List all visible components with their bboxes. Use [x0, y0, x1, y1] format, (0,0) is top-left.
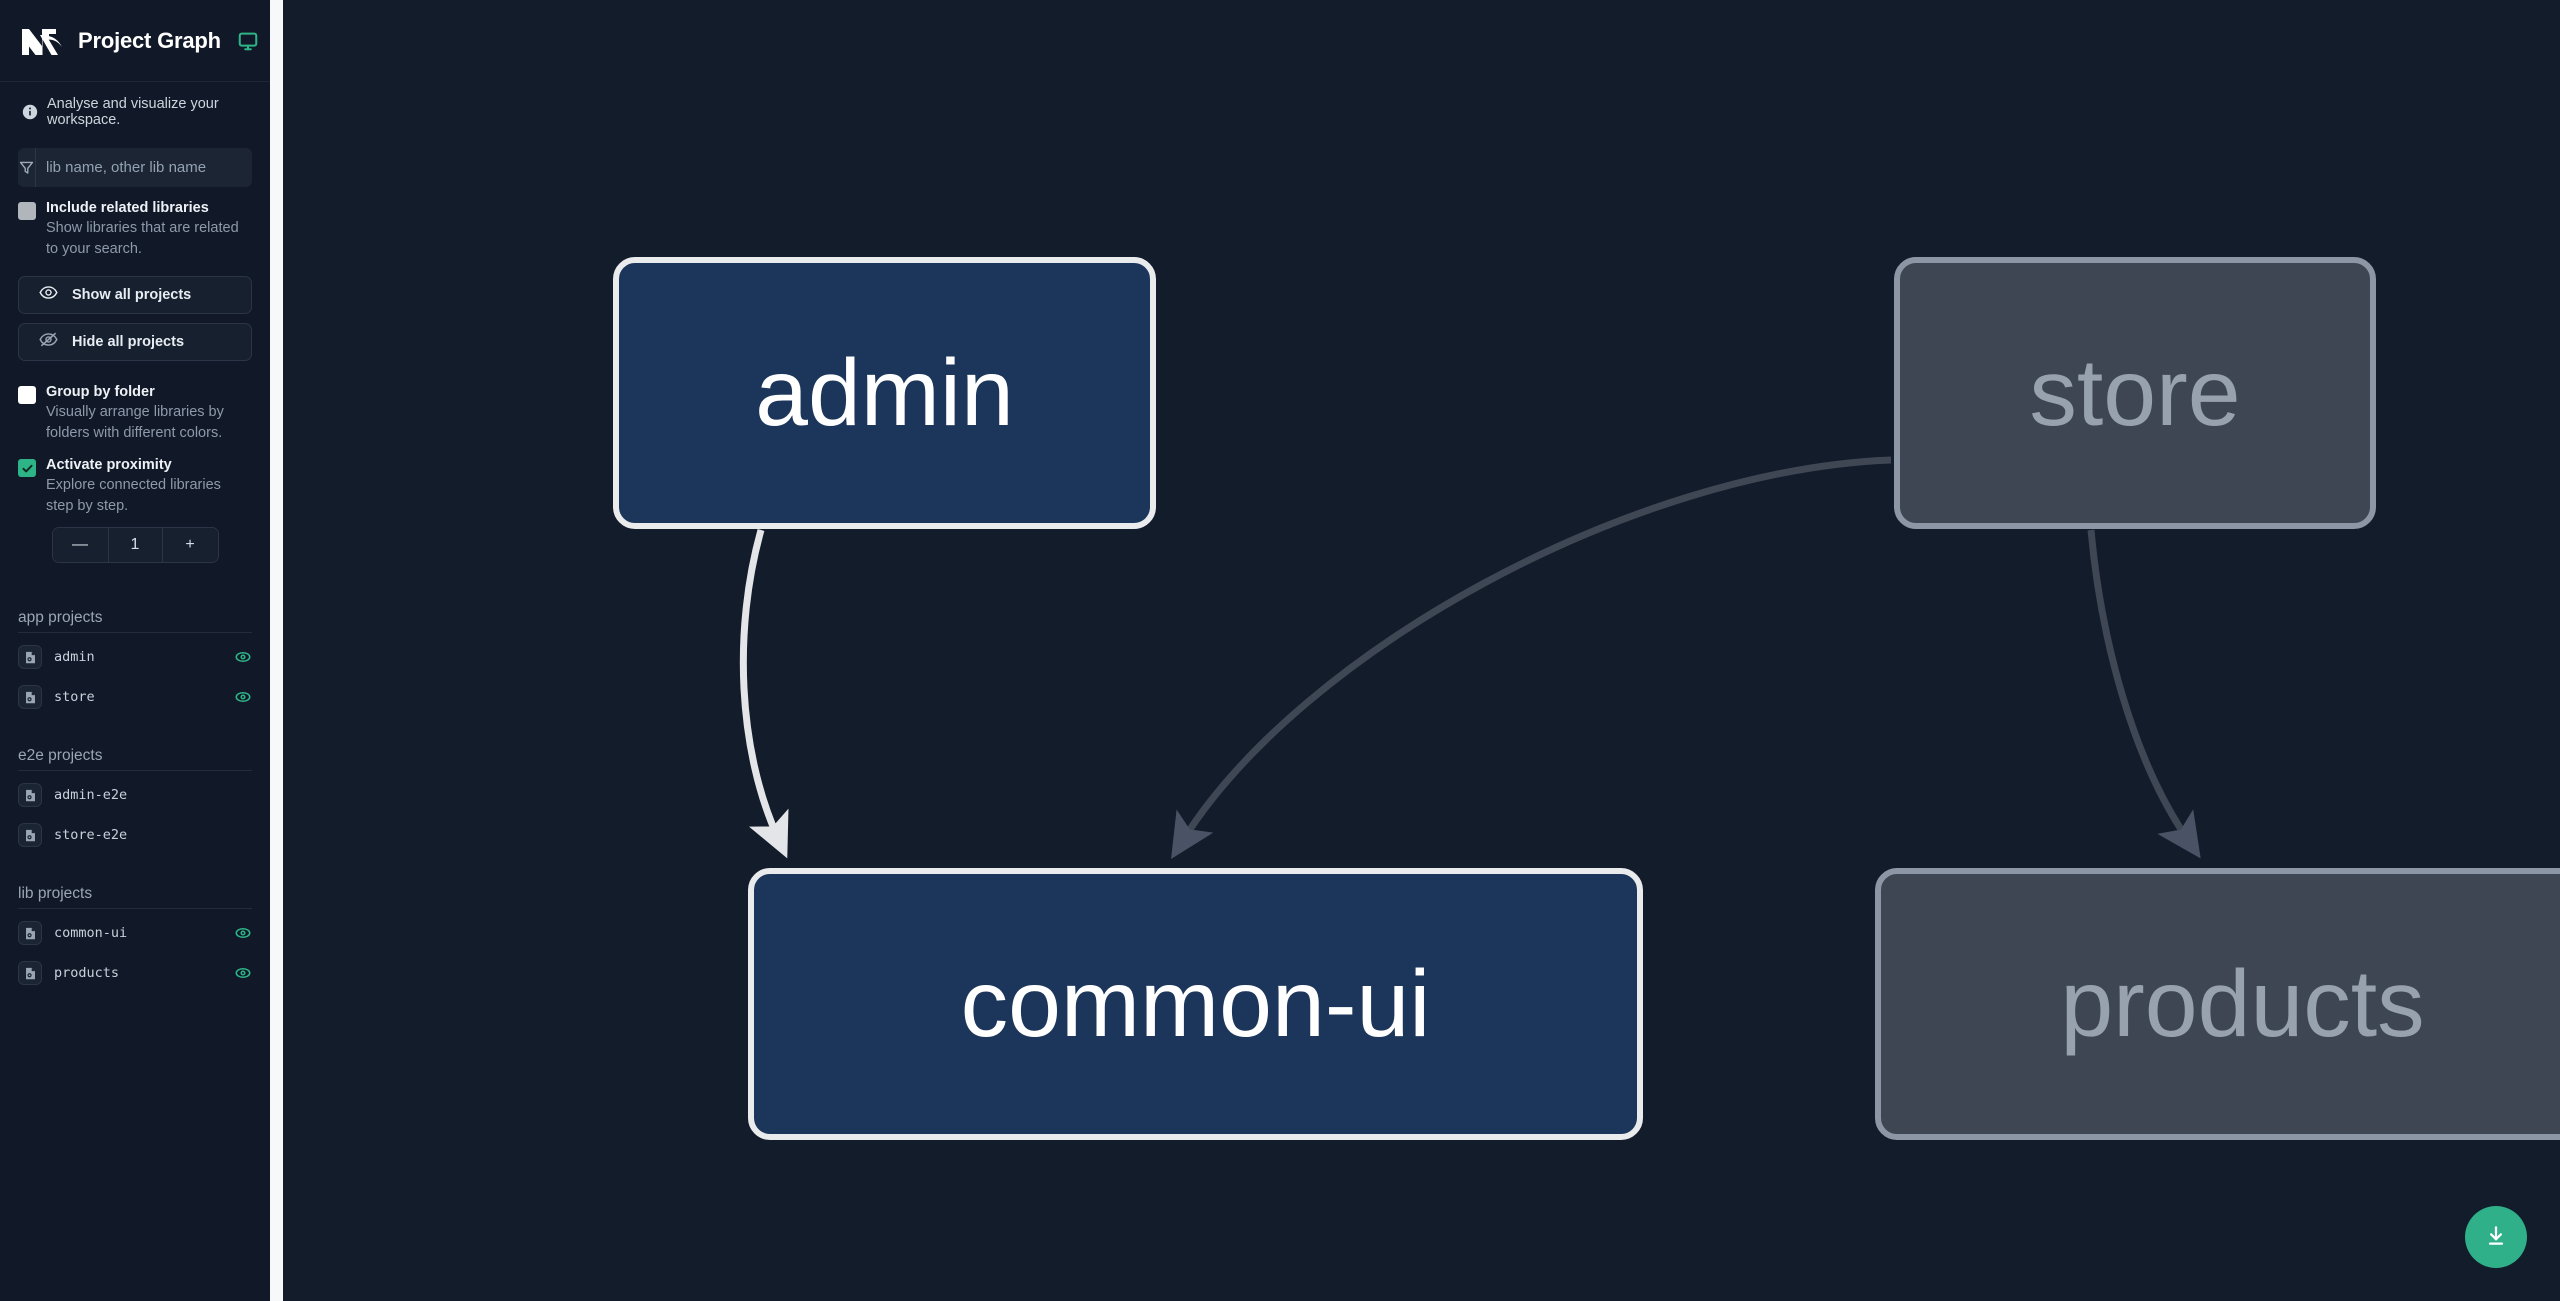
project-graph-canvas[interactable]: admin store common-ui products — [283, 0, 2560, 1301]
show-all-projects-label: Show all projects — [72, 287, 192, 304]
include-related-libraries-checkbox[interactable] — [18, 202, 36, 220]
visibility-buttons: Show all projects Hide all projects — [0, 260, 270, 362]
tagline-text: Analyse and visualize your workspace. — [47, 96, 219, 128]
project-group-lib-title: lib projects — [18, 885, 252, 910]
project-name: common-ui — [54, 925, 128, 942]
graph-node-label: common-ui — [960, 950, 1431, 1057]
proximity-decrement-button[interactable]: — — [52, 528, 108, 563]
project-row-store[interactable]: store — [18, 677, 252, 717]
group-by-folder-checkbox[interactable] — [18, 386, 36, 405]
graph-node-label: admin — [755, 339, 1014, 446]
project-row-admin-e2e[interactable]: admin-e2e — [18, 775, 252, 815]
page-title: Project Graph — [78, 27, 221, 53]
search-box[interactable] — [18, 148, 252, 187]
project-row-admin[interactable]: admin — [18, 637, 252, 677]
include-related-libraries-label: Include related libraries — [46, 200, 209, 216]
option-include-related-libraries[interactable]: Include related libraries Show libraries… — [0, 187, 270, 260]
project-name: products — [54, 965, 120, 982]
project-visibility-eye-icon[interactable] — [234, 648, 252, 666]
project-visibility-eye-icon[interactable] — [234, 924, 252, 942]
edge-store-common-ui — [1171, 456, 1892, 859]
sidebar-header: Project Graph — [0, 0, 270, 82]
edge-store-products — [2087, 529, 2201, 859]
graph-node-products[interactable]: products — [1875, 868, 2560, 1140]
sidebar: Project Graph Analyse and visualize your… — [0, 0, 270, 1301]
project-name: admin — [54, 649, 95, 666]
project-group-lib: lib projects common-ui — [0, 885, 270, 993]
project-row-store-e2e[interactable]: store-e2e — [18, 815, 252, 855]
project-file-icon[interactable] — [18, 921, 42, 946]
project-group-app-title: app projects — [18, 609, 252, 634]
search-input[interactable] — [36, 148, 252, 187]
project-visibility-eye-icon[interactable] — [234, 688, 252, 706]
graph-node-label: products — [2060, 950, 2425, 1057]
project-file-icon[interactable] — [18, 645, 42, 670]
graph-node-label: store — [2029, 339, 2241, 446]
tagline: Analyse and visualize your workspace. — [0, 82, 270, 140]
filter-icon — [18, 148, 36, 187]
project-name: admin-e2e — [54, 787, 128, 804]
include-related-libraries-description: Show libraries that are related to your … — [46, 220, 239, 258]
project-file-icon[interactable] — [18, 685, 42, 710]
info-icon — [22, 104, 38, 120]
project-file-icon[interactable] — [18, 823, 42, 848]
project-visibility-eye-icon[interactable] — [234, 964, 252, 982]
download-icon — [2483, 1223, 2509, 1252]
monitor-icon[interactable] — [237, 30, 259, 52]
sidebar-resize-handle[interactable] — [270, 0, 283, 1301]
project-name: store-e2e — [54, 827, 128, 844]
project-row-products[interactable]: products — [18, 953, 252, 993]
eye-icon — [39, 283, 58, 307]
project-row-common-ui[interactable]: common-ui — [18, 913, 252, 953]
activate-proximity-label: Activate proximity — [46, 457, 172, 474]
graph-node-common-ui[interactable]: common-ui — [748, 868, 1643, 1140]
proximity-increment-button[interactable]: + — [162, 528, 218, 563]
download-button[interactable] — [2465, 1206, 2527, 1268]
hide-all-projects-button[interactable]: Hide all projects — [18, 323, 252, 362]
proximity-value: 1 — [107, 528, 163, 563]
project-group-e2e-title: e2e projects — [18, 747, 252, 772]
group-by-folder-label: Group by folder — [46, 384, 155, 401]
graph-edges — [739, 456, 2201, 859]
activate-proximity-checkbox[interactable] — [18, 459, 36, 478]
project-group-e2e: e2e projects admin-e2e — [0, 747, 270, 855]
graph-node-store[interactable]: store — [1894, 257, 2376, 529]
project-name: store — [54, 689, 95, 706]
show-all-projects-button[interactable]: Show all projects — [18, 276, 252, 315]
proximity-stepper: — 1 + — [51, 527, 219, 564]
group-by-folder-description: Visually arrange libraries by folders wi… — [46, 404, 224, 442]
activate-proximity-description: Explore connected libraries step by step… — [46, 477, 221, 515]
proximity-stepper-container: — 1 + — [0, 517, 270, 564]
search-container — [0, 140, 270, 187]
nx-logo-icon — [18, 23, 68, 59]
graph-node-admin[interactable]: admin — [613, 257, 1156, 529]
edge-admin-common-ui — [739, 529, 789, 859]
eye-off-icon — [39, 330, 58, 354]
project-group-app: app projects admin — [0, 609, 270, 717]
option-activate-proximity[interactable]: Activate proximity Explore connected lib… — [0, 444, 270, 517]
project-file-icon[interactable] — [18, 783, 42, 808]
option-group-by-folder[interactable]: Group by folder Visually arrange librari… — [0, 361, 270, 444]
project-file-icon[interactable] — [18, 961, 42, 986]
hide-all-projects-label: Hide all projects — [72, 334, 185, 351]
